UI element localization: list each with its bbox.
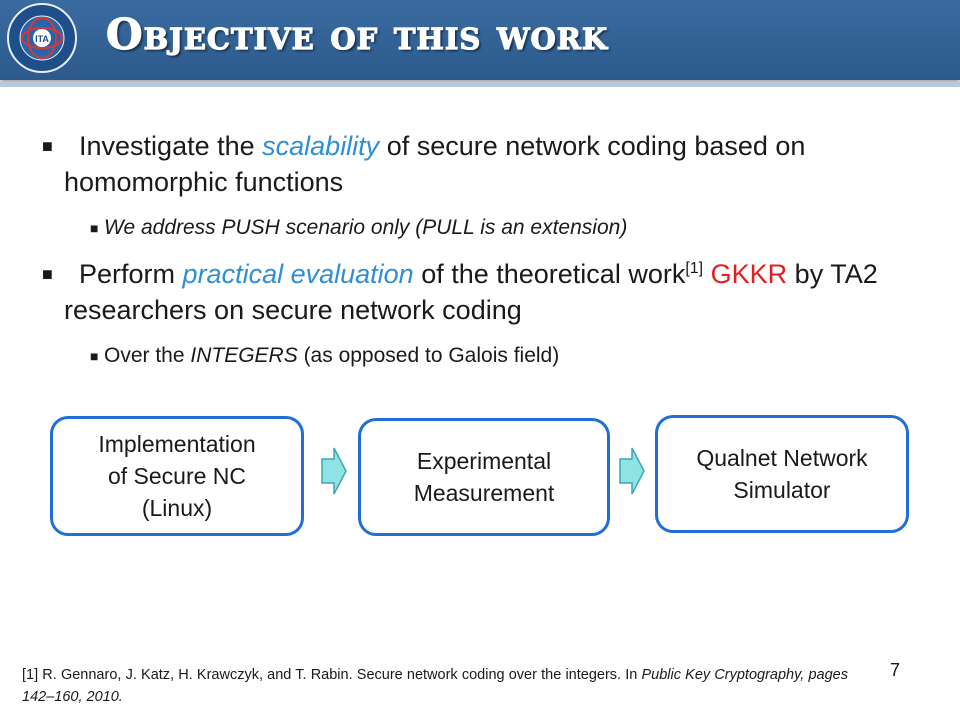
bullet-2-text-a: Perform (79, 259, 183, 289)
sub-bullet-2-italic: INTEGERS (190, 344, 298, 367)
right-arrow-icon (619, 447, 645, 495)
footnote: [1] R. Gennaro, J. Katz, H. Krawczyk, an… (22, 664, 848, 708)
sub-bullet-2-text-b: (as opposed to Galois field) (297, 344, 560, 367)
logo-center-text: ITA (35, 34, 49, 44)
bullet-list: ■ Investigate the scalability of secure … (42, 128, 954, 370)
bullet-1-highlight: scalability (262, 131, 380, 161)
bullet-1-text-a: Investigate the (79, 131, 263, 161)
bullet-2-highlight: practical evaluation (182, 259, 414, 289)
sub-bullet-2-text-a: Over the (104, 344, 191, 367)
sub-bullet-1-text: We address PUSH scenario only (PULL is a… (104, 216, 628, 239)
flow-box-line: Implementation (98, 431, 256, 457)
title-bar (0, 0, 960, 80)
flow-box-simulator: Qualnet Network Simulator (655, 415, 909, 533)
ita-logo: ITA (7, 3, 77, 73)
square-bullet-icon: ■ (90, 348, 99, 364)
bullet-1: ■ Investigate the scalability of secure … (42, 128, 954, 200)
bullet-2-red: GKKR (710, 259, 788, 289)
bullet-2-text-c: by TA2 researchers on secure network cod… (64, 259, 878, 325)
citation-marker: [1] (685, 260, 704, 277)
flow-box-implementation: Implementation of Secure NC (Linux) (50, 416, 304, 536)
title-underline (0, 82, 960, 87)
flow-box-line: of Secure NC (107, 463, 247, 489)
flow-box-line: Simulator (733, 477, 831, 503)
flow-box-line: Measurement (413, 480, 555, 506)
bullet-2-space (703, 259, 711, 289)
page-title: Objective of this work (105, 9, 609, 59)
square-bullet-icon: ■ (42, 264, 53, 284)
flow-box-measurement: Experimental Measurement (358, 418, 610, 536)
square-bullet-icon: ■ (42, 136, 53, 156)
bullet-2-text-b: of the theoretical work (413, 259, 686, 289)
bullet-1-text-b: of secure network coding based on homomo… (64, 131, 806, 197)
right-arrow-icon (321, 447, 347, 495)
sub-bullet-2: ■ Over the INTEGERS (as opposed to Galoi… (42, 342, 954, 370)
bullet-2: ■ Perform practical evaluation of the th… (42, 256, 954, 328)
flow-box-line: (Linux) (141, 495, 213, 521)
flow-box-line: Experimental (416, 448, 552, 474)
footnote-italic: Public Key Cryptography, pages 142–160, … (22, 667, 848, 705)
square-bullet-icon: ■ (90, 220, 99, 236)
sub-bullet-1: ■ We address PUSH scenario only (PULL is… (42, 214, 954, 242)
flow-box-line: Qualnet Network (696, 445, 868, 471)
footnote-text: [1] R. Gennaro, J. Katz, H. Krawczyk, an… (22, 667, 642, 683)
page-number: 7 (890, 660, 901, 680)
